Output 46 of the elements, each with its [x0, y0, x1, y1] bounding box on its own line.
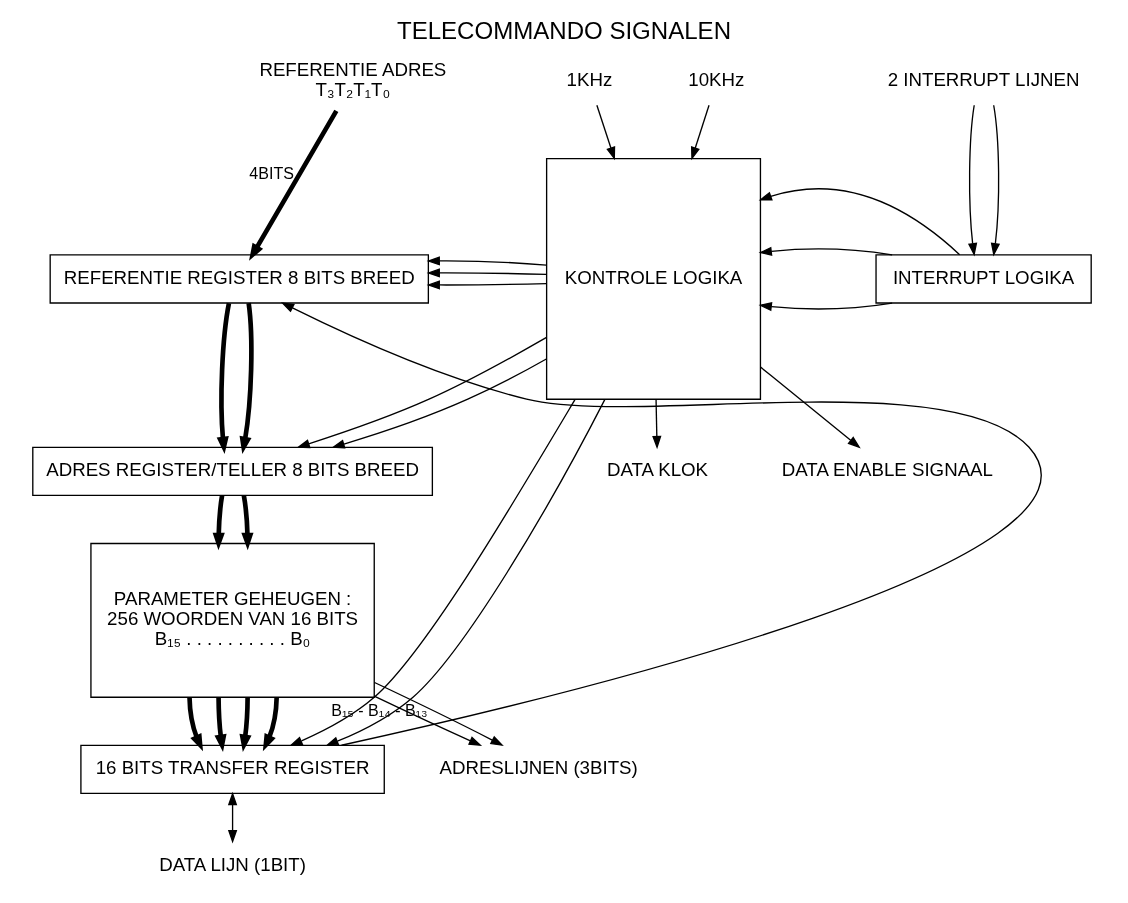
arrow	[239, 302, 254, 454]
arrow	[249, 109, 339, 261]
diagram-title: TELECOMMANDO SIGNALEN	[396, 16, 732, 44]
arrow	[216, 302, 232, 454]
arrow	[759, 365, 861, 448]
arrow	[426, 279, 547, 290]
node-text: 10KHz	[688, 68, 745, 90]
arrow	[280, 301, 1042, 746]
arrow	[373, 681, 504, 746]
arrow	[373, 695, 483, 746]
arrow	[690, 104, 710, 160]
arrow	[325, 398, 606, 746]
arrow	[426, 255, 547, 266]
arrow	[289, 398, 576, 746]
node-box: REFERENTIE REGISTER 8 BITS BREED	[49, 253, 430, 304]
node-box: KONTROLE LOGIKA	[545, 157, 762, 400]
arrow	[652, 398, 662, 449]
arrow	[241, 494, 254, 550]
node-text: DATA LIJN (1BIT)	[159, 853, 306, 875]
arrow	[187, 696, 203, 751]
arrow	[967, 104, 978, 256]
node-text: DATA KLOK	[607, 458, 709, 480]
node-text: 2 INTERRUPT LIJNEN	[887, 68, 1080, 90]
arrow	[214, 696, 227, 752]
node-text: DATA ENABLE SIGNAAL	[781, 458, 993, 480]
node-box: 16 BITS TRANSFER REGISTER	[80, 744, 385, 794]
arrow	[758, 246, 893, 256]
arrow	[990, 104, 1001, 256]
arrow	[758, 187, 961, 255]
arrow	[758, 301, 893, 311]
node-box: ADRES REGISTER/TELLER 8 BITS BREED	[32, 446, 434, 496]
node-text: 1KHz	[566, 68, 613, 90]
arrow	[331, 357, 547, 448]
arrow	[227, 791, 238, 843]
arrow	[239, 696, 252, 752]
arrow	[296, 336, 548, 448]
arrow	[426, 267, 547, 278]
node-text: ADRESLIJNEN (3BITS)	[439, 756, 638, 778]
node-box: PARAMETER GEHEUGEN : 256 WOORDEN VAN 16 BITS B₁₅ . . . . . . . . . . B₀	[90, 542, 375, 698]
arrow	[596, 104, 616, 160]
edge-label: 4BITS	[249, 163, 294, 181]
arrow	[212, 494, 225, 550]
node-text: REFERENTIE ADRES T₃T₂T₁T₀	[259, 58, 447, 100]
node-box: INTERRUPT LOGIKA	[875, 253, 1092, 304]
edge-label: B₁₅ - B₁₄ - B₁₃	[331, 700, 428, 719]
arrow	[262, 696, 279, 751]
